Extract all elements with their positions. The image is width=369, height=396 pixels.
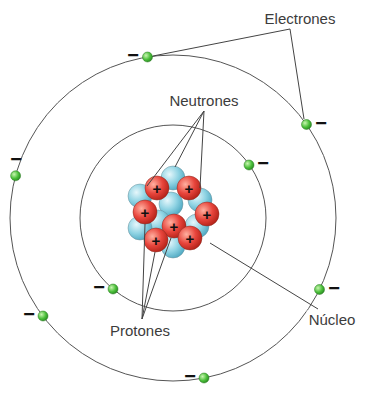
electron bbox=[11, 171, 21, 181]
electron bbox=[199, 373, 209, 383]
charge-sign: − bbox=[127, 45, 139, 65]
leader-line bbox=[290, 29, 304, 119]
proton bbox=[178, 226, 202, 250]
proton bbox=[133, 200, 157, 224]
proton bbox=[195, 202, 219, 226]
charge-sign: − bbox=[184, 366, 196, 386]
charge-sign: − bbox=[328, 278, 340, 298]
proton bbox=[144, 228, 168, 252]
electron bbox=[143, 52, 153, 62]
charge-sign: − bbox=[257, 153, 269, 173]
charge-sign: + bbox=[141, 205, 150, 220]
electron bbox=[315, 285, 325, 295]
electron bbox=[302, 120, 312, 130]
leader-line bbox=[153, 29, 290, 56]
electrons bbox=[11, 52, 325, 383]
part-label: Núcleo bbox=[307, 311, 358, 328]
charge-sign: + bbox=[153, 181, 162, 196]
part-label: Protones bbox=[108, 322, 172, 339]
electron bbox=[244, 160, 254, 170]
leader-lines bbox=[142, 29, 318, 319]
electron bbox=[38, 311, 48, 321]
charge-sign: − bbox=[10, 149, 22, 169]
nucleus bbox=[128, 166, 219, 258]
charge-sign: − bbox=[23, 304, 35, 324]
part-label: Neutrones bbox=[167, 92, 240, 109]
leader-line bbox=[142, 252, 155, 319]
leader-line bbox=[147, 111, 204, 186]
charge-sign: − bbox=[315, 113, 327, 133]
leader-line bbox=[142, 238, 171, 319]
charge-sign: + bbox=[203, 207, 212, 222]
leader-line bbox=[175, 111, 204, 167]
charge-sign: + bbox=[152, 233, 161, 248]
part-label: Electrones bbox=[263, 10, 338, 27]
proton bbox=[145, 176, 169, 200]
charge-sign: + bbox=[186, 231, 195, 246]
leader-line bbox=[200, 111, 204, 188]
leader-line bbox=[210, 243, 318, 309]
charge-sign: + bbox=[185, 181, 194, 196]
proton bbox=[177, 176, 201, 200]
charge-sign: + bbox=[170, 219, 179, 234]
charge-sign: − bbox=[93, 277, 105, 297]
inner-orbit bbox=[80, 125, 266, 311]
electron bbox=[108, 284, 118, 294]
outer-orbit bbox=[10, 55, 336, 381]
